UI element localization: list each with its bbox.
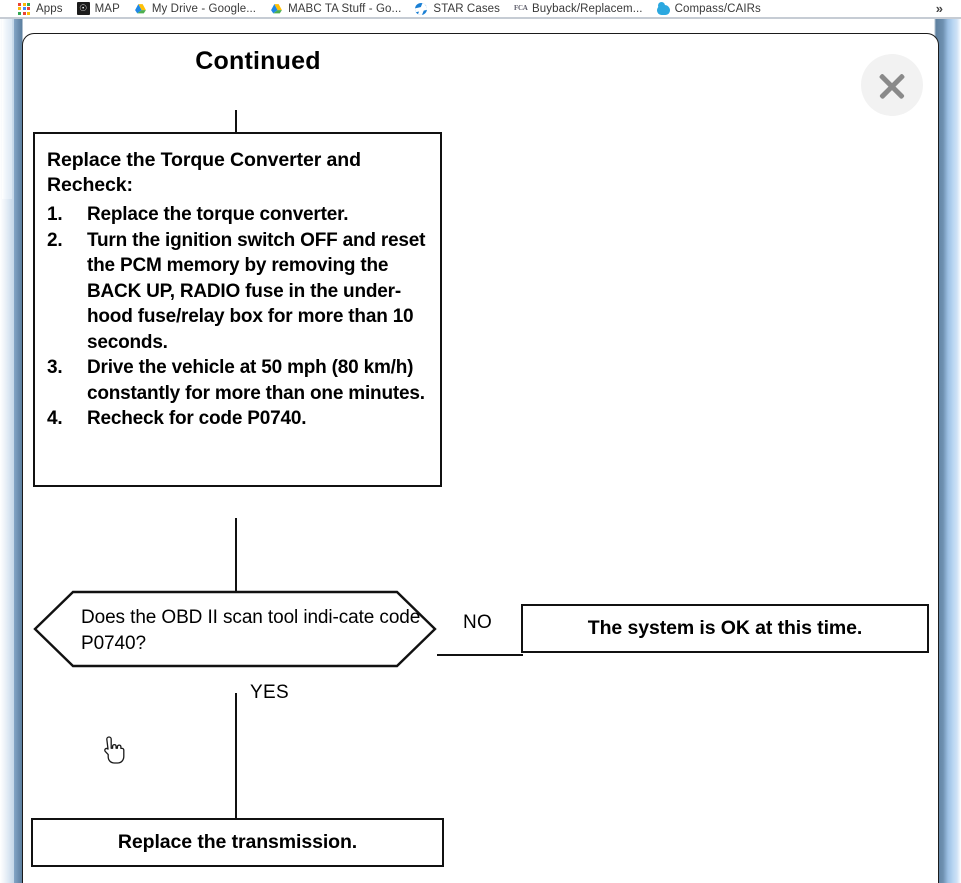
step-number: 3. — [47, 357, 63, 378]
bookmark-buyback-replacement[interactable]: FCA Buyback/Replacem... — [514, 0, 643, 17]
instruction-step: 1. Replace the torque converter. — [47, 202, 427, 228]
bookmark-label: STAR Cases — [433, 2, 501, 15]
connector-instructions-to-decision — [235, 518, 237, 620]
google-drive-icon — [270, 2, 283, 15]
bookmark-label: Buyback/Replacem... — [532, 2, 643, 15]
instruction-step: 2. Turn the ignition switch OFF and rese… — [47, 228, 427, 356]
flowchart-continued-label: Continued — [195, 47, 321, 75]
outcome-text: The system is OK at this time. — [587, 617, 863, 639]
bookmark-label: MAP — [94, 2, 120, 15]
apps-grid-icon — [18, 2, 31, 15]
document-viewer-card: Continued Replace the Torque Converter a… — [22, 33, 939, 883]
map-square-icon: ☉ — [76, 2, 90, 15]
compass-cloud-icon — [656, 1, 670, 15]
instruction-box: Replace the Torque Converter and Recheck… — [33, 132, 442, 487]
bookmark-label: MABC TA Stuff - Go... — [288, 2, 402, 15]
bookmark-my-drive[interactable]: My Drive - Google... — [134, 0, 256, 17]
bookmark-bar-separator — [0, 17, 961, 19]
bookmark-apps[interactable]: Apps — [18, 0, 63, 17]
branch-label-yes: YES — [250, 682, 289, 703]
bookmark-compass-cairs[interactable]: Compass/CAIRs — [656, 0, 761, 17]
bookmark-map[interactable]: ☉ MAP — [76, 0, 120, 17]
step-number: 1. — [47, 204, 63, 225]
close-icon[interactable] — [861, 54, 923, 116]
page-scrollbar[interactable] — [0, 19, 14, 883]
step-text: Replace the torque converter. — [87, 204, 349, 225]
instruction-box-title: Replace the Torque Converter and Recheck… — [47, 149, 361, 196]
branch-label-no: NO — [463, 612, 493, 633]
outcome-text: Replace the transmission. — [117, 831, 358, 853]
bookmark-label: My Drive - Google... — [151, 2, 257, 15]
step-text: Turn the ignition switch OFF and reset t… — [87, 229, 426, 353]
step-number: 4. — [47, 408, 63, 429]
instruction-step: 4. Recheck for code P0740. — [47, 406, 427, 432]
decision-hexagon-shape — [33, 590, 437, 668]
bookmark-star-cases[interactable]: STAR Cases — [415, 0, 500, 17]
step-text: Drive the vehicle at 50 mph (80 km/h) co… — [87, 357, 425, 404]
instruction-steps-list: 1. Replace the torque converter. 2. Turn… — [47, 202, 427, 432]
outcome-box-replace-transmission: Replace the transmission. — [31, 818, 444, 867]
decision-question: Does the OBD II scan tool indi-cate code… — [81, 607, 421, 654]
decision-hexagon: Does the OBD II scan tool indi-cate code… — [33, 589, 437, 669]
outcome-box-system-ok: The system is OK at this time. — [521, 604, 929, 653]
instruction-step: 3. Drive the vehicle at 50 mph (80 km/h)… — [47, 355, 427, 406]
connector-decision-to-transmission — [235, 693, 237, 848]
browser-bookmark-bar: Apps ☉ MAP My Drive - Google... MABC TA … — [0, 0, 961, 17]
google-drive-icon — [134, 2, 147, 15]
step-number: 2. — [47, 229, 63, 251]
bookmark-mabc-ta-stuff[interactable]: MABC TA Stuff - Go... — [270, 0, 401, 17]
star-globe-icon — [415, 2, 428, 15]
page-scrollbar-thumb[interactable] — [2, 19, 12, 199]
step-text: Recheck for code P0740. — [87, 408, 307, 429]
fca-wordmark-icon: FCA — [514, 4, 528, 12]
bookmark-label: Apps — [36, 2, 63, 15]
connector-decision-no-branch — [437, 654, 523, 656]
bookmark-label: Compass/CAIRs — [674, 2, 761, 15]
bookmarks-overflow-button[interactable]: » — [935, 1, 943, 16]
troubleshooting-flowchart: Continued Replace the Torque Converter a… — [23, 34, 938, 883]
